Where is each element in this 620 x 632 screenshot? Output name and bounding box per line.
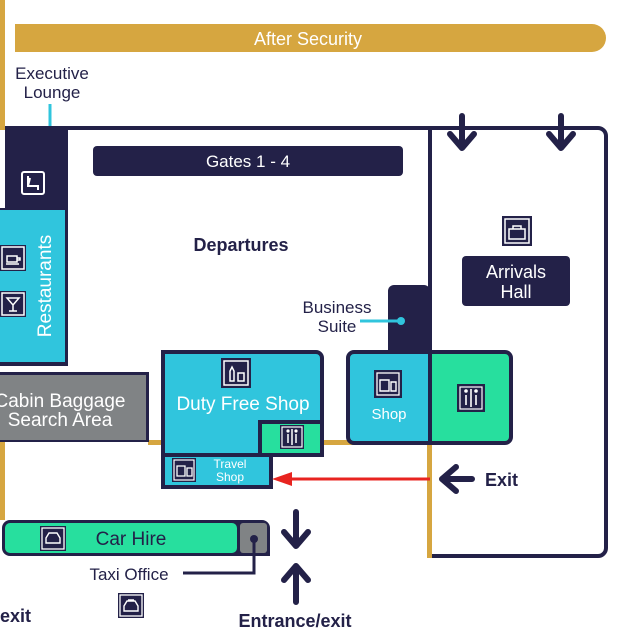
gates-sign	[93, 146, 403, 176]
restaurants-label: Restaurants	[35, 235, 56, 337]
down-arrow-icon	[281, 509, 311, 549]
left-arrow-icon	[439, 464, 475, 494]
cabin-baggage-label-line2: Search Area	[8, 410, 113, 431]
arrivals-label-line1: Arrivals	[486, 262, 546, 282]
entrance-exit-label: Entrance/exit	[238, 611, 351, 631]
coffee-cup-icon	[0, 245, 26, 271]
toilets-icon	[280, 425, 304, 449]
exit-left-label: exit	[0, 606, 31, 626]
car-icon	[40, 526, 66, 551]
duty-free-label: Duty Free Shop	[176, 394, 309, 415]
car-hire-label: Car Hire	[96, 529, 167, 550]
travel-shop-label-line2: Shop	[216, 470, 244, 484]
arrivals-hall-sign	[462, 256, 570, 306]
cabin-baggage-label-line1: Cabin Baggage	[0, 391, 126, 412]
cabin-baggage-area	[0, 375, 146, 440]
executive-lounge-label-line2: Lounge	[24, 83, 81, 102]
toilets-icon	[457, 384, 485, 412]
up-arrow-icon	[281, 563, 311, 605]
gates-label: Gates 1 - 4	[206, 152, 290, 171]
lounge-seat-icon	[21, 171, 45, 195]
arrivals-label-line2: Hall	[500, 282, 531, 302]
executive-lounge-label-line1: Executive	[15, 64, 89, 83]
cocktail-glass-icon	[0, 291, 26, 317]
terminal-outline	[5, 126, 608, 558]
business-suite-area	[388, 285, 430, 357]
after-security-label: After Security	[254, 29, 362, 49]
arrivals-luggage-icon	[502, 216, 532, 246]
gold-divider-vertical	[427, 440, 432, 558]
business-suite-label-line1: Business	[303, 298, 372, 317]
departures-label: Departures	[193, 235, 288, 255]
after-security-banner: After Security	[15, 24, 606, 52]
travel-shop-label-line1: Travel	[214, 457, 247, 471]
business-suite-label-line2: Suite	[318, 317, 357, 336]
executive-lounge-area	[5, 128, 68, 208]
shop-bag-icon	[172, 458, 196, 482]
taxi-office-pointer-line	[183, 539, 256, 575]
left-gold-border	[0, 0, 5, 130]
route-arrow	[272, 472, 430, 486]
duty-free-bottles-icon	[221, 358, 251, 388]
taxi-icon	[118, 593, 144, 618]
shop-bag-icon	[374, 370, 402, 398]
restaurants-area	[0, 210, 65, 362]
left-gold-border-lower	[0, 440, 5, 520]
down-arrow-icon	[447, 113, 477, 151]
shop-label: Shop	[371, 406, 406, 423]
business-suite-pointer-dot	[397, 317, 405, 325]
exit-right-label: Exit	[485, 470, 518, 490]
taxi-office-label: Taxi Office	[89, 565, 168, 584]
down-arrow-icon	[546, 113, 576, 151]
